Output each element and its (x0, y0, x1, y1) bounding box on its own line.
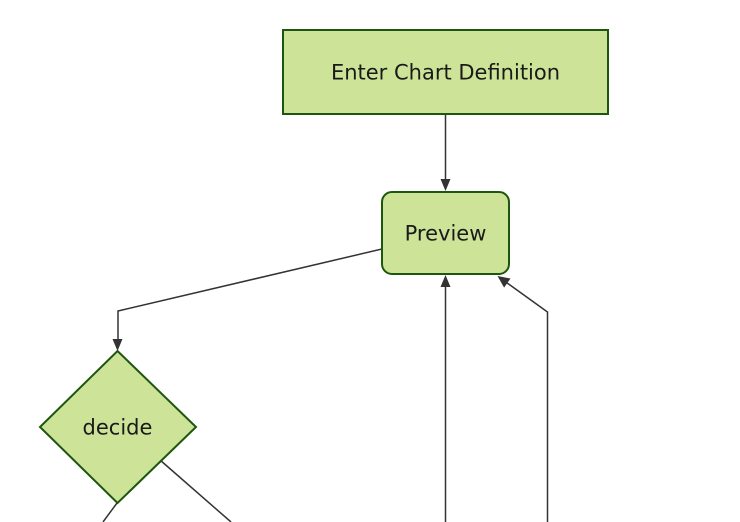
arrowhead-into-preview-bottom (440, 275, 451, 287)
edge-bottom-center-to-preview (440, 275, 451, 522)
node-preview-shape (381, 191, 510, 275)
edge-bottom-right-to-preview-line (506, 281, 549, 522)
edge-decide-to-offscreen-right-line (159, 459, 232, 522)
edge-enter-to-preview (440, 114, 451, 191)
node-enter-chart-definition: Enter Chart Definition (282, 29, 609, 115)
edge-preview-to-decide (112, 248, 383, 351)
node-enter-chart-definition-label: Enter Chart Definition (331, 61, 560, 85)
node-preview: Preview (381, 191, 510, 275)
node-decide-label: decide (83, 416, 153, 440)
edge-layer (102, 114, 549, 522)
edge-decide-to-offscreen-right (159, 459, 232, 522)
edge-bottom-right-to-preview (497, 276, 549, 522)
node-layer: Enter Chart Definition Preview decide (38, 29, 609, 505)
node-decide: decide (38, 349, 198, 505)
edge-decide-to-offscreen-left-line (102, 502, 118, 522)
node-enter-chart-definition-shape (282, 29, 609, 115)
arrowhead-into-preview-top (440, 179, 451, 191)
node-preview-label: Preview (405, 222, 487, 246)
edge-preview-to-decide-line (117, 248, 383, 340)
arrowhead-into-decide-top (112, 339, 123, 351)
arrowhead-into-preview-bottom-right (497, 276, 511, 288)
node-decide-shape (38, 349, 198, 505)
edge-decide-to-offscreen-left (102, 502, 118, 522)
